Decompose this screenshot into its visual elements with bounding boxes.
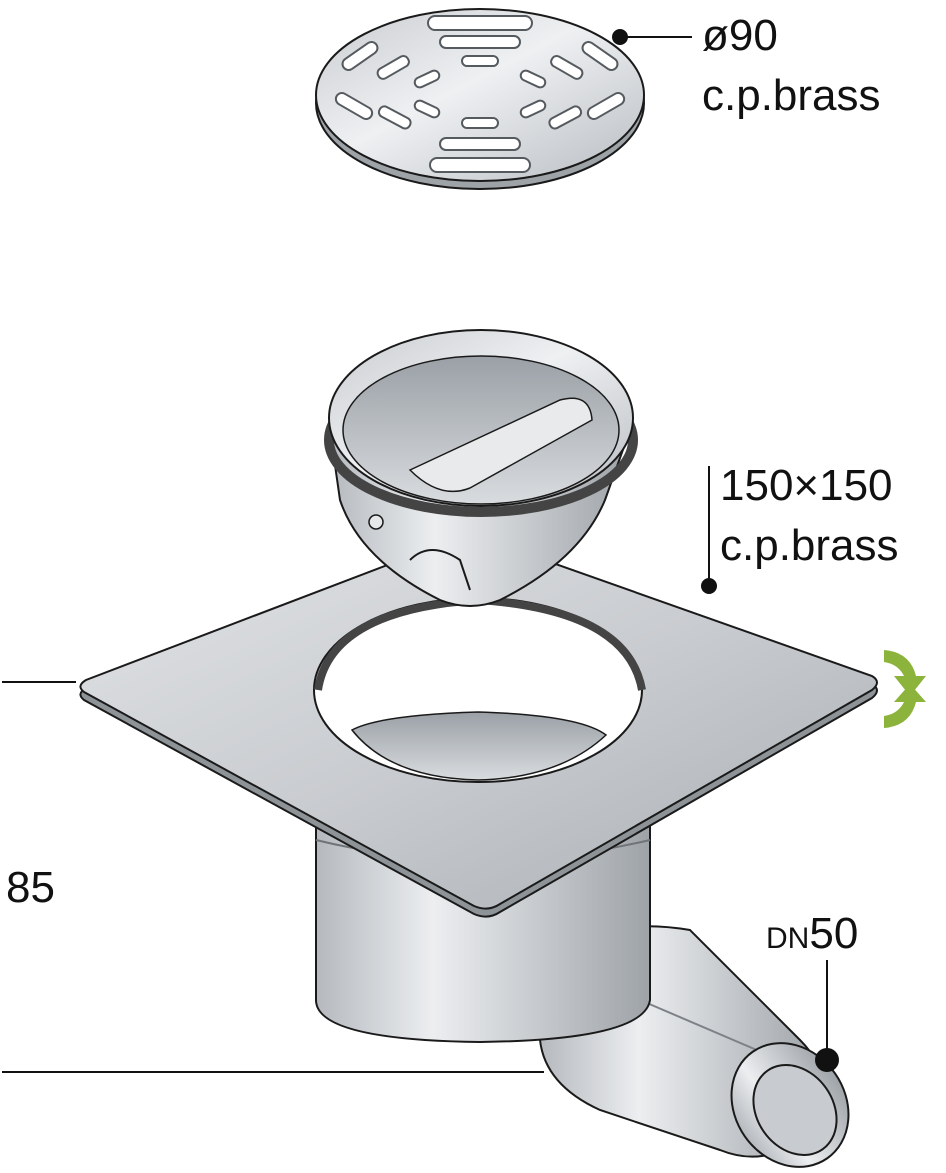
plate-material-label: c.p.brass <box>720 521 899 570</box>
height-label: 85 <box>6 863 55 912</box>
grate-material-label: c.p.brass <box>702 71 881 120</box>
plate-leader <box>701 466 717 594</box>
height-dimension <box>2 681 544 1073</box>
rotate-arrows-icon <box>884 650 926 728</box>
plate-size-label: 150×150 <box>720 461 893 510</box>
outlet-size: 50 <box>809 909 859 958</box>
outlet-label: DN50 <box>766 912 858 956</box>
grate-diameter-label: ø90 <box>702 11 778 60</box>
trap-insert <box>324 329 638 607</box>
round-grate <box>315 8 645 190</box>
grate-leader <box>612 29 692 45</box>
outlet-prefix: DN <box>766 922 810 955</box>
square-plate <box>79 535 878 918</box>
outlet-leader <box>815 960 839 1072</box>
